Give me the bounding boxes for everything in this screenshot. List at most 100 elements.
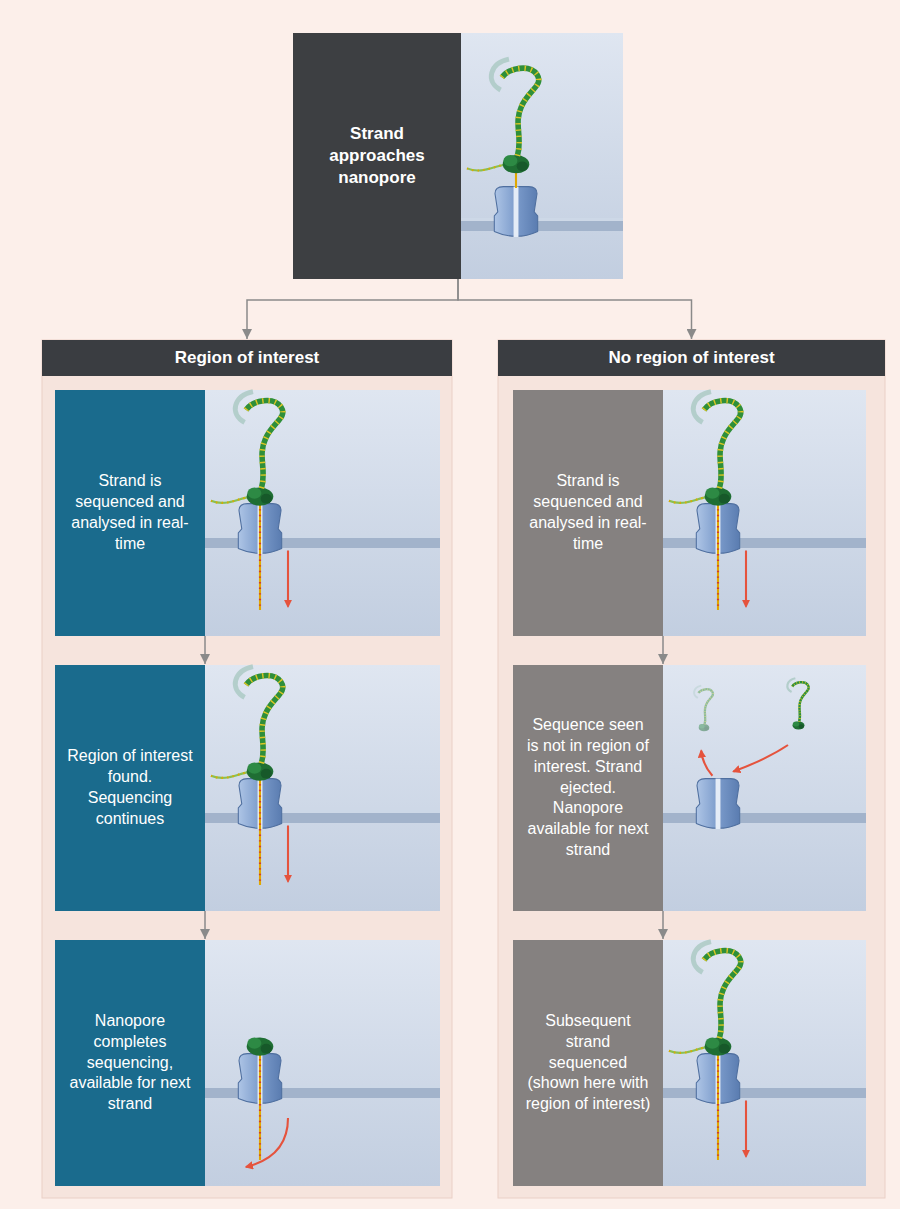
- nanopore-picture: [461, 33, 623, 279]
- nanopore-picture: [718, 504, 719, 610]
- nanopore-picture: [701, 751, 712, 776]
- nanopore-picture: [669, 942, 746, 1160]
- nanopore-picture: [205, 665, 440, 911]
- text-panel: Subsequent strand sequenced (shown here …: [513, 940, 663, 1186]
- process-box: Subsequent strand sequenced (shown here …: [513, 940, 866, 1186]
- branch-heading: No region of interest: [498, 340, 885, 376]
- nanopore-picture: [467, 59, 539, 237]
- nanopore-picture: [663, 390, 866, 636]
- nanopore-picture: [663, 810, 866, 823]
- nanopore-picture: [494, 187, 537, 237]
- nanopore-picture: [461, 218, 623, 221]
- step-text: Strand approaches nanopore: [305, 123, 449, 189]
- text-panel: Strand approaches nanopore: [293, 33, 461, 279]
- nanopore-picture: [288, 551, 289, 607]
- process-box: Strand approaches nanopore: [293, 33, 623, 279]
- branch-ground: [42, 340, 452, 1198]
- nanopore-picture: [663, 665, 866, 911]
- nanopore-picture: [699, 724, 710, 731]
- nanopore-picture: [694, 678, 809, 829]
- flow-arrow: [662, 636, 664, 664]
- text-panel: Region of interest found. Sequencing con…: [55, 665, 205, 911]
- flow-arrow: [662, 911, 664, 939]
- branch-heading: Region of interest: [42, 340, 452, 376]
- nanopore-picture: [746, 1101, 747, 1157]
- nanopore-picture: [260, 504, 261, 610]
- nanopore-picture: [260, 1054, 261, 1160]
- nanopore-picture: [787, 678, 808, 729]
- nanopore-picture: [718, 1054, 719, 1160]
- branch-panel: Region of interestStrand is sequenced an…: [42, 340, 452, 1198]
- text-panel: Nanopore completes sequencing, available…: [55, 940, 205, 1186]
- nanopore-picture: [247, 1038, 274, 1056]
- nanopore-picture: [205, 390, 440, 636]
- step-text: Strand is sequenced and analysed in real…: [67, 471, 193, 554]
- nanopore-picture: [288, 826, 289, 882]
- nanopore-picture: [205, 390, 440, 636]
- nanopore-picture: [461, 218, 623, 231]
- nanopore-picture: [235, 667, 283, 764]
- nanopore-picture: [247, 488, 274, 506]
- nanopore-picture: [787, 678, 808, 721]
- nanopore-picture: [247, 763, 274, 781]
- nanopore-picture: [663, 1085, 866, 1098]
- nanopore-picture: [663, 535, 866, 548]
- nanopore-picture: [205, 940, 440, 1186]
- branch-panel: No region of interestStrand is sequenced…: [498, 340, 885, 1198]
- nanopore-picture: [515, 173, 517, 188]
- nanopore-picture: [663, 535, 866, 538]
- nanopore-picture: [705, 1038, 732, 1056]
- nanopore-picture: [694, 686, 713, 725]
- step-text: Strand is sequenced and analysed in real…: [525, 471, 651, 554]
- process-box: Strand is sequenced and analysed in real…: [513, 390, 866, 636]
- step-text: Subsequent strand sequenced (shown here …: [525, 1011, 651, 1115]
- nanopore-picture: [693, 942, 741, 1039]
- step-text: Nanopore completes sequencing, available…: [67, 1011, 193, 1115]
- nanopore-picture: [211, 667, 288, 885]
- nanopore-picture: [235, 392, 283, 489]
- nanopore-picture: [696, 779, 739, 829]
- process-box: Sequence seen is not in region of intere…: [513, 665, 866, 911]
- nanopore-picture: [467, 59, 539, 188]
- text-panel: Strand is sequenced and analysed in real…: [55, 390, 205, 636]
- nanopore-picture: [705, 488, 732, 506]
- nanopore-picture: [663, 940, 866, 1186]
- nanopore-picture: [663, 1085, 866, 1088]
- step-text: Sequence seen is not in region of intere…: [525, 715, 651, 861]
- nanopore-picture: [663, 810, 866, 813]
- nanopore-picture: [694, 686, 713, 732]
- nanopore-picture: [669, 1047, 708, 1053]
- flow-arrow: [204, 911, 206, 939]
- process-box: Strand is sequenced and analysed in real…: [55, 390, 440, 636]
- nanopore-picture: [491, 59, 539, 156]
- nanopore-picture: [246, 1118, 288, 1167]
- process-box: Region of interest found. Sequencing con…: [55, 665, 440, 911]
- nanopore-picture: [669, 392, 746, 610]
- nanopore-picture: [205, 665, 440, 911]
- nanopore-picture: [663, 940, 866, 1186]
- nanopore-picture: [461, 33, 623, 279]
- flow-arrow: [458, 279, 692, 339]
- nanopore-picture: [733, 745, 788, 772]
- nanopore-picture: [693, 392, 741, 489]
- nanopore-picture: [211, 497, 250, 503]
- nanopore-picture: [663, 390, 866, 636]
- nanopore-picture: [746, 551, 747, 607]
- text-panel: Sequence seen is not in region of intere…: [513, 665, 663, 911]
- nanopore-picture: [467, 164, 506, 170]
- nanopore-picture: [211, 772, 250, 778]
- nanopore-picture: [238, 1038, 288, 1168]
- nanopore-picture: [793, 721, 805, 729]
- flow-arrow: [204, 636, 206, 664]
- text-panel: Strand is sequenced and analysed in real…: [513, 390, 663, 636]
- nanopore-picture: [205, 940, 440, 1186]
- nanopore-picture: [260, 779, 261, 885]
- flow-arrow: [247, 279, 458, 339]
- nanopore-picture: [503, 155, 530, 173]
- process-box: Nanopore completes sequencing, available…: [55, 940, 440, 1186]
- step-text: Region of interest found. Sequencing con…: [67, 746, 193, 829]
- nanopore-picture: [211, 392, 288, 610]
- nanopore-picture: [663, 665, 866, 911]
- branch-ground: [498, 340, 885, 1198]
